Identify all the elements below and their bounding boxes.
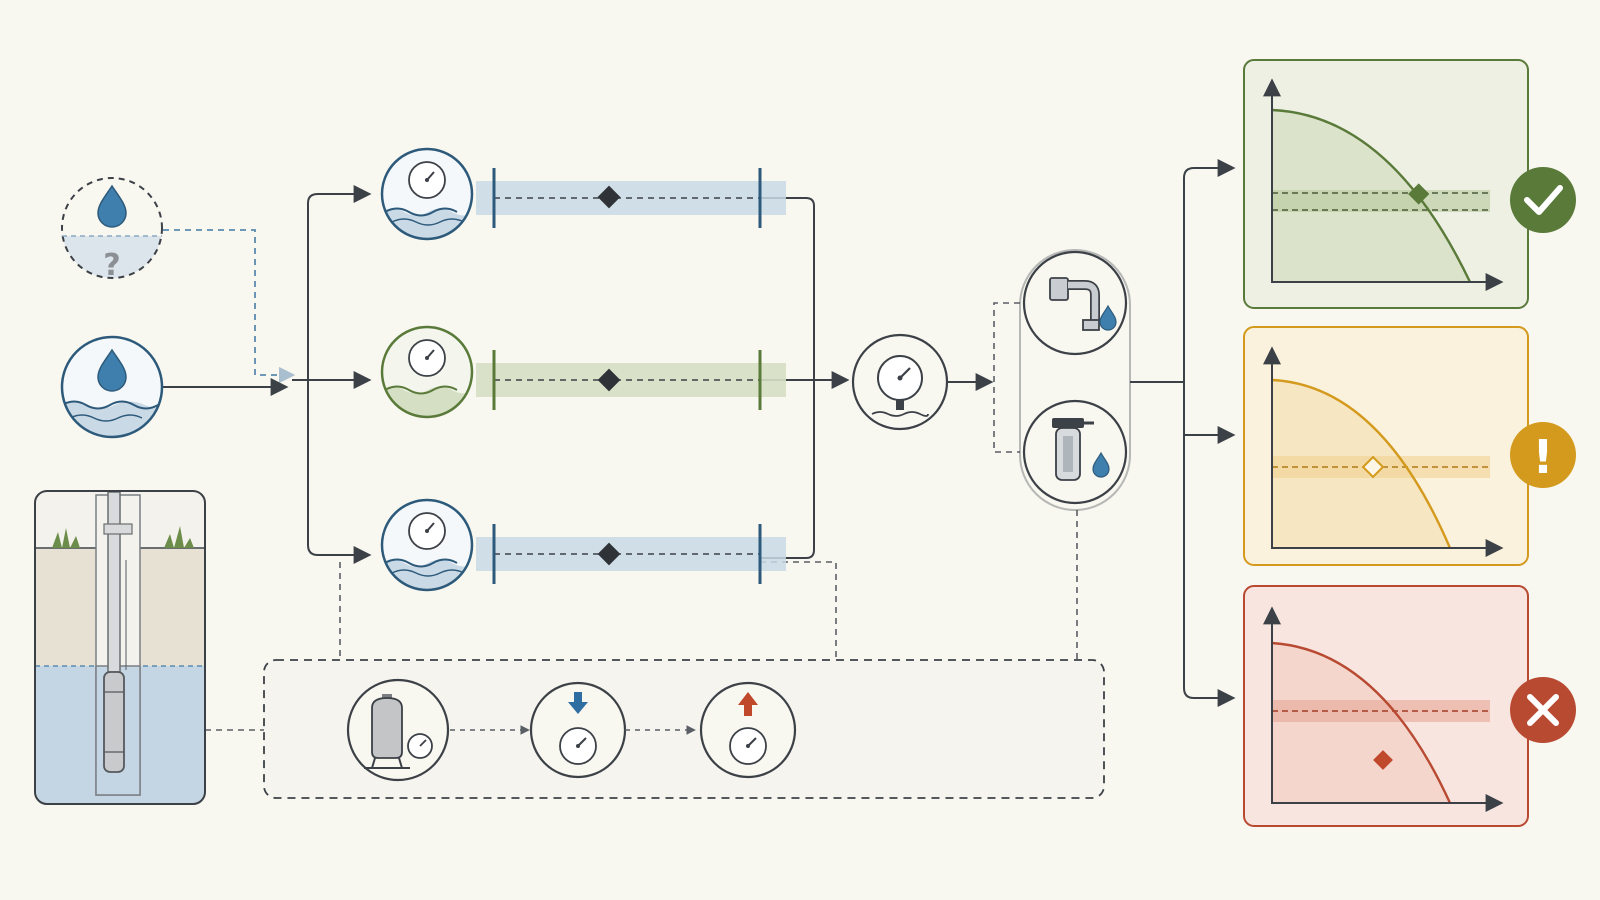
fixture-bracket [993,302,1020,453]
checkmark-icon [1524,185,1563,215]
gauge-arrow-up-icon [729,692,767,765]
water-filter-icon [1052,418,1110,481]
question-mark-icon: ? [103,248,120,283]
pressure-tank-node [346,678,450,782]
axes [1263,606,1504,812]
tank-sequence-panel [263,659,1105,799]
pressure-gauge-water-icon [380,147,474,241]
status-badge [1510,167,1576,233]
status-badge [1510,677,1576,743]
range-marker [597,368,621,392]
cut-in-pressure-node [529,681,627,779]
pressure-gauge-water-icon [380,325,474,419]
axes [1263,346,1504,557]
faucet-icon [1049,277,1117,331]
pressure-range-lower [380,498,786,592]
outcome-trunk [1183,159,1236,179]
pressure-gauge-icon [871,355,929,417]
x-mark-icon [1527,694,1559,726]
connectors [163,159,1236,731]
gauge-arrow-down-icon [559,692,597,765]
static-water-level-node [60,335,164,439]
well-cross-section [34,490,206,805]
exclamation-icon: ! [1533,430,1554,484]
faucet-node [1022,250,1128,356]
outcome-pass-panel [1243,59,1576,309]
pressure-tank-gauge-icon [364,694,433,769]
fixture-pill [1019,249,1131,511]
outcome-fail-panel [1243,585,1576,827]
water-drop-icon [97,348,127,392]
outcome-warning-panel: ! [1243,326,1576,566]
splitter-branch [307,185,372,204]
range-marker [597,542,621,566]
outcome-low-branch [1183,687,1236,707]
pressure-range-middle [380,325,786,419]
merge-top [760,197,815,559]
water-drop-icon [97,184,127,228]
submersible-pump-icon [103,671,125,773]
unknown-level-link [163,229,296,384]
pressure-gauge-water-icon [380,498,474,592]
pressure-range-upper [380,147,786,241]
water-filter-node [1022,399,1128,505]
unknown-water-level-node: ? [61,177,163,283]
system-pressure-gauge [851,333,949,431]
status-badge: ! [1510,422,1576,488]
splitter-low-branch [307,544,372,564]
feedback-range [760,561,837,660]
cut-out-pressure-node [699,681,797,779]
axes [1263,78,1504,291]
